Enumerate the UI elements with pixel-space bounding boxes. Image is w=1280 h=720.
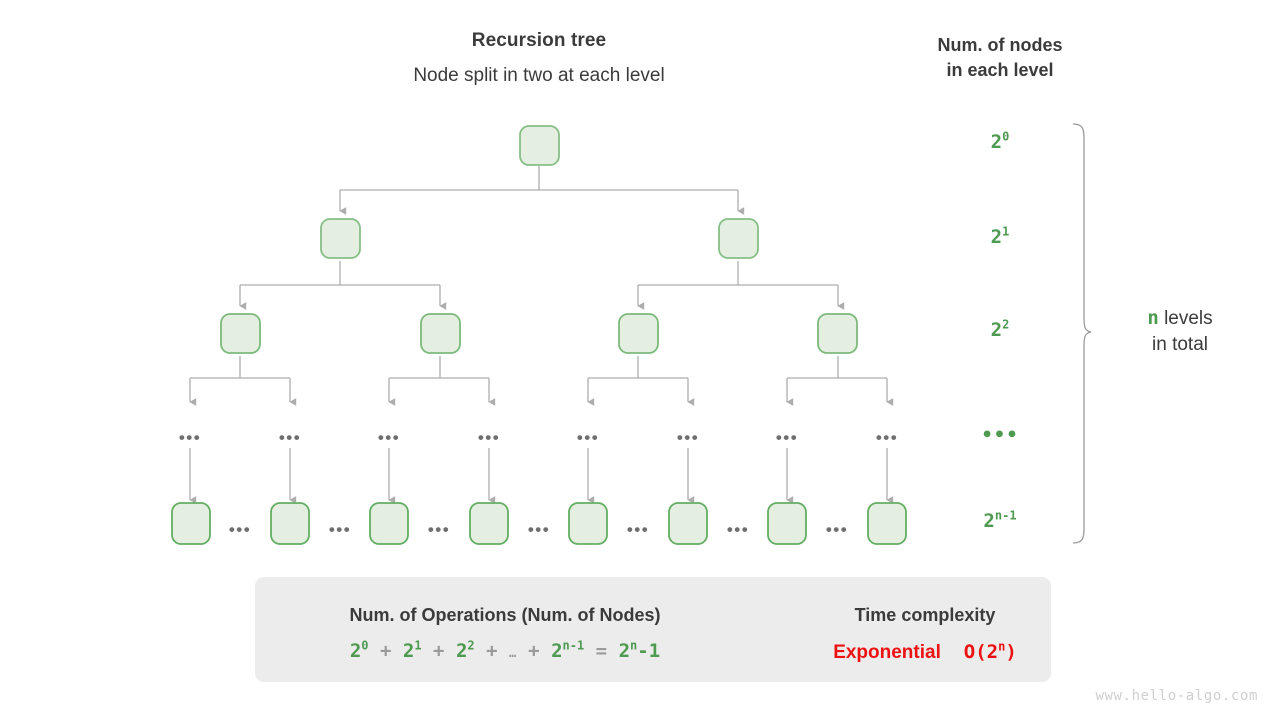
level-count-2-exp: 2 bbox=[1002, 317, 1010, 332]
level-count-ellipsis: ••• bbox=[981, 424, 1019, 446]
level-count-1-exp: 1 bbox=[1002, 224, 1010, 239]
tree-nodes bbox=[171, 125, 907, 545]
tree-node bbox=[220, 313, 261, 354]
leaf-gap-ellipsis: ••• bbox=[726, 520, 750, 539]
level-count-last-exp: n-1 bbox=[994, 508, 1017, 523]
levels-brace bbox=[1072, 123, 1092, 544]
formula-term-0: 20 bbox=[349, 638, 369, 662]
level-count-0: 20 bbox=[940, 131, 1060, 153]
levels-variable: n bbox=[1147, 307, 1159, 329]
formula-result: 2n-1 bbox=[618, 638, 661, 662]
nodes-column-heading-line1: Num. of nodes bbox=[937, 35, 1063, 55]
tree-leaf-node bbox=[469, 502, 509, 545]
tree-leaf-node bbox=[369, 502, 409, 545]
formula-ellipsis: … bbox=[508, 646, 517, 660]
tree-ellipsis-row-item: ••• bbox=[775, 428, 799, 447]
complexity-word: Exponential bbox=[833, 642, 941, 663]
total-levels-note-line1: n levels bbox=[1105, 305, 1255, 332]
level-count-0-base: 2 bbox=[990, 131, 1003, 153]
tree-leaf-node bbox=[668, 502, 708, 545]
tree-node bbox=[320, 218, 361, 259]
tree-leaf-node bbox=[767, 502, 807, 545]
tree-ellipsis-row-item: ••• bbox=[377, 428, 401, 447]
nodes-column-heading: Num. of nodes in each level bbox=[890, 33, 1110, 83]
formula-term-2: 22 bbox=[455, 638, 475, 662]
formula-term-3: 2n-1 bbox=[551, 638, 585, 662]
tree-node bbox=[718, 218, 759, 259]
formula-plus: + bbox=[528, 640, 540, 662]
level-count-2: 22 bbox=[940, 319, 1060, 341]
leaf-gap-ellipsis: ••• bbox=[427, 520, 451, 539]
tree-ellipsis-row-item: ••• bbox=[676, 428, 700, 447]
tree-ellipsis-row-item: ••• bbox=[875, 428, 899, 447]
level-count-2-base: 2 bbox=[990, 319, 1003, 341]
tree-node-root bbox=[519, 125, 560, 166]
level-count-0-exp: 0 bbox=[1002, 129, 1010, 144]
operations-title: Num. of Operations (Num. of Nodes) bbox=[349, 605, 661, 625]
watermark: www.hello-algo.com bbox=[1095, 688, 1258, 704]
operations-formula: 20 + 21 + 22 + … + 2n-1 = 2n-1 bbox=[280, 640, 730, 662]
formula-equals: = bbox=[595, 640, 608, 662]
formula-term-1: 21 bbox=[402, 638, 422, 662]
leaf-gap-ellipsis: ••• bbox=[626, 520, 650, 539]
time-complexity-value: Exponential O(2n) bbox=[800, 641, 1050, 664]
tree-ellipsis-row-item: ••• bbox=[278, 428, 302, 447]
tree-leaf-node bbox=[171, 502, 211, 545]
formula-plus: + bbox=[379, 640, 392, 662]
level-count-last-base: 2 bbox=[983, 510, 995, 532]
leaf-gap-ellipsis: ••• bbox=[825, 520, 849, 539]
formula-plus: + bbox=[433, 640, 445, 662]
tree-leaf-node bbox=[270, 502, 310, 545]
level-count-last: 2n-1 bbox=[940, 510, 1060, 532]
leaf-gap-ellipsis: ••• bbox=[328, 520, 352, 539]
tree-ellipsis-row-item: ••• bbox=[576, 428, 600, 447]
page-title: Recursion tree bbox=[471, 30, 607, 51]
tree-ellipsis-row-item: ••• bbox=[178, 428, 202, 447]
tree-node bbox=[618, 313, 659, 354]
level-count-1: 21 bbox=[940, 226, 1060, 248]
total-levels-note: n levels in total bbox=[1105, 305, 1255, 358]
complexity-bigo: O(2n) bbox=[963, 639, 1017, 663]
page-subtitle: Node split in two at each level bbox=[413, 65, 665, 86]
levels-word: levels bbox=[1164, 308, 1213, 329]
total-levels-note-line2: in total bbox=[1152, 334, 1208, 355]
nodes-column-heading-line2: in each level bbox=[946, 60, 1054, 80]
tree-node bbox=[817, 313, 858, 354]
level-count-1-base: 2 bbox=[990, 226, 1003, 248]
leaf-gap-ellipsis: ••• bbox=[527, 520, 551, 539]
leaf-gap-ellipsis: ••• bbox=[228, 520, 252, 539]
tree-leaf-node bbox=[867, 502, 907, 545]
formula-plus: + bbox=[486, 640, 498, 662]
time-complexity-title: Time complexity bbox=[854, 605, 996, 625]
tree-ellipsis-row-item: ••• bbox=[477, 428, 501, 447]
tree-connectors bbox=[189, 166, 894, 504]
tree-leaf-node bbox=[568, 502, 608, 545]
tree-node bbox=[420, 313, 461, 354]
summary-panel bbox=[255, 577, 1051, 682]
